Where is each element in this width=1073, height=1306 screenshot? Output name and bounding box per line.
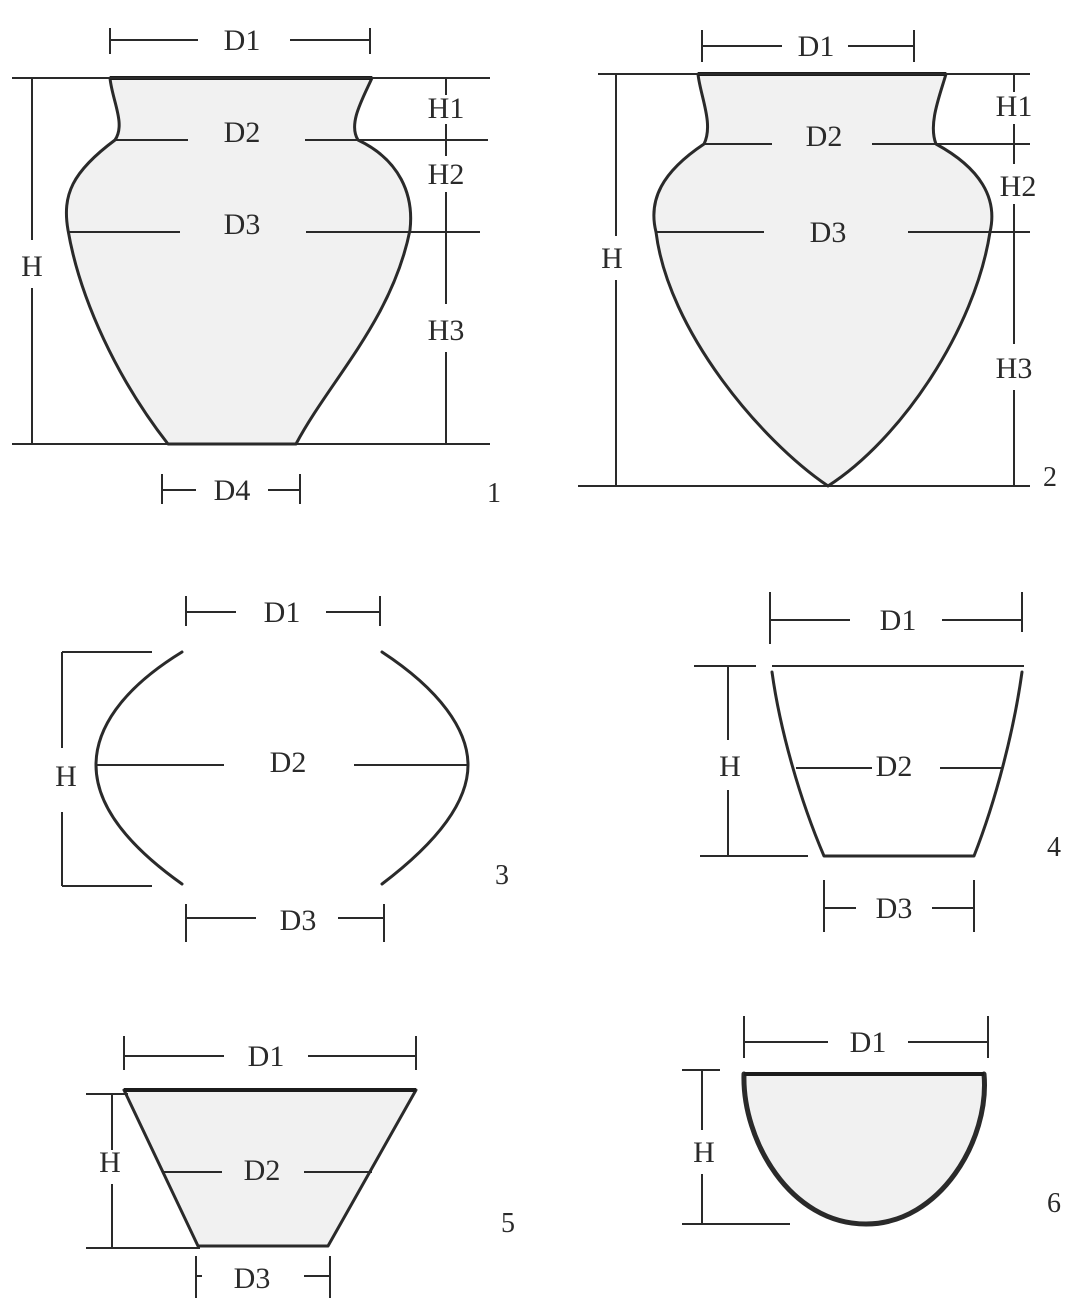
label-d2-fig4: D2 [876,750,913,783]
label-d3-fig3: D3 [280,904,317,937]
label-h2-fig1: H2 [428,158,465,191]
label-h2-fig2: H2 [1000,170,1037,203]
label-d1-fig3: D1 [264,596,301,629]
figure-number-4: 4 [1047,832,1061,863]
dimension-d1-fig2 [701,30,915,62]
label-d2-fig5: D2 [244,1154,281,1187]
label-h3-fig1: H3 [428,314,465,347]
label-d1-fig2: D1 [798,30,835,63]
label-h1-fig1: H1 [428,92,465,125]
label-h-fig1: H [21,250,43,283]
vessel-4-outline [770,670,1024,858]
label-d2-fig3: D2 [270,746,307,779]
figure-2-vessel: D1 D2 D3 H H1 H2 H3 2 [578,30,1057,493]
dimension-d3-fig3 [185,904,385,942]
dimension-d3-fig5 [195,1256,331,1298]
figure-number-5: 5 [501,1208,515,1239]
dimension-d3-fig4 [823,880,975,932]
figure-number-3: 3 [495,860,509,891]
vessel-6-outline [741,1071,987,1227]
label-d1-fig1: D1 [224,24,261,57]
label-h-fig6: H [693,1136,715,1169]
label-h-fig4: H [719,750,741,783]
figure-4-vessel: D1 H D2 D3 4 [694,592,1061,932]
dimension-d1-fig3 [185,596,381,626]
label-d3-fig1: D3 [224,208,261,241]
figure-6-vessel: D1 H 6 [682,1016,1061,1227]
label-d2-fig2: D2 [806,120,843,153]
dimension-d4-fig1 [161,474,301,504]
figure-5-vessel: D1 H D2 D3 5 [86,1036,515,1298]
label-d1-fig6: D1 [850,1026,887,1059]
label-h3-fig2: H3 [996,352,1033,385]
label-d2-fig1: D2 [224,116,261,149]
figure-number-6: 6 [1047,1188,1061,1219]
dimension-d1-fig4 [769,592,1023,644]
label-d3-fig5: D3 [234,1262,271,1295]
figure-number-2: 2 [1043,462,1057,493]
label-d1-fig5: D1 [248,1040,285,1073]
figure-1-vessel: D1 D2 D3 H H1 H2 H3 D4 1 [12,24,501,509]
label-h-fig3: H [55,760,77,793]
label-h-fig2: H [601,242,623,275]
figure-number-1: 1 [487,478,501,509]
label-d3-fig4: D3 [876,892,913,925]
dimension-d1-fig1 [109,28,371,54]
dimension-d1-fig5 [123,1036,417,1070]
label-h-fig5: H [99,1146,121,1179]
label-h1-fig2: H1 [996,90,1033,123]
label-d3-fig2: D3 [810,216,847,249]
dimension-d1-fig6 [743,1016,989,1058]
label-d4-fig1: D4 [214,474,251,507]
label-d1-fig4: D1 [880,604,917,637]
vessel-3-outline [94,650,184,886]
vessel-3-outline-right [380,650,470,886]
figure-3-vessel: D1 H D2 D3 3 [55,596,509,942]
